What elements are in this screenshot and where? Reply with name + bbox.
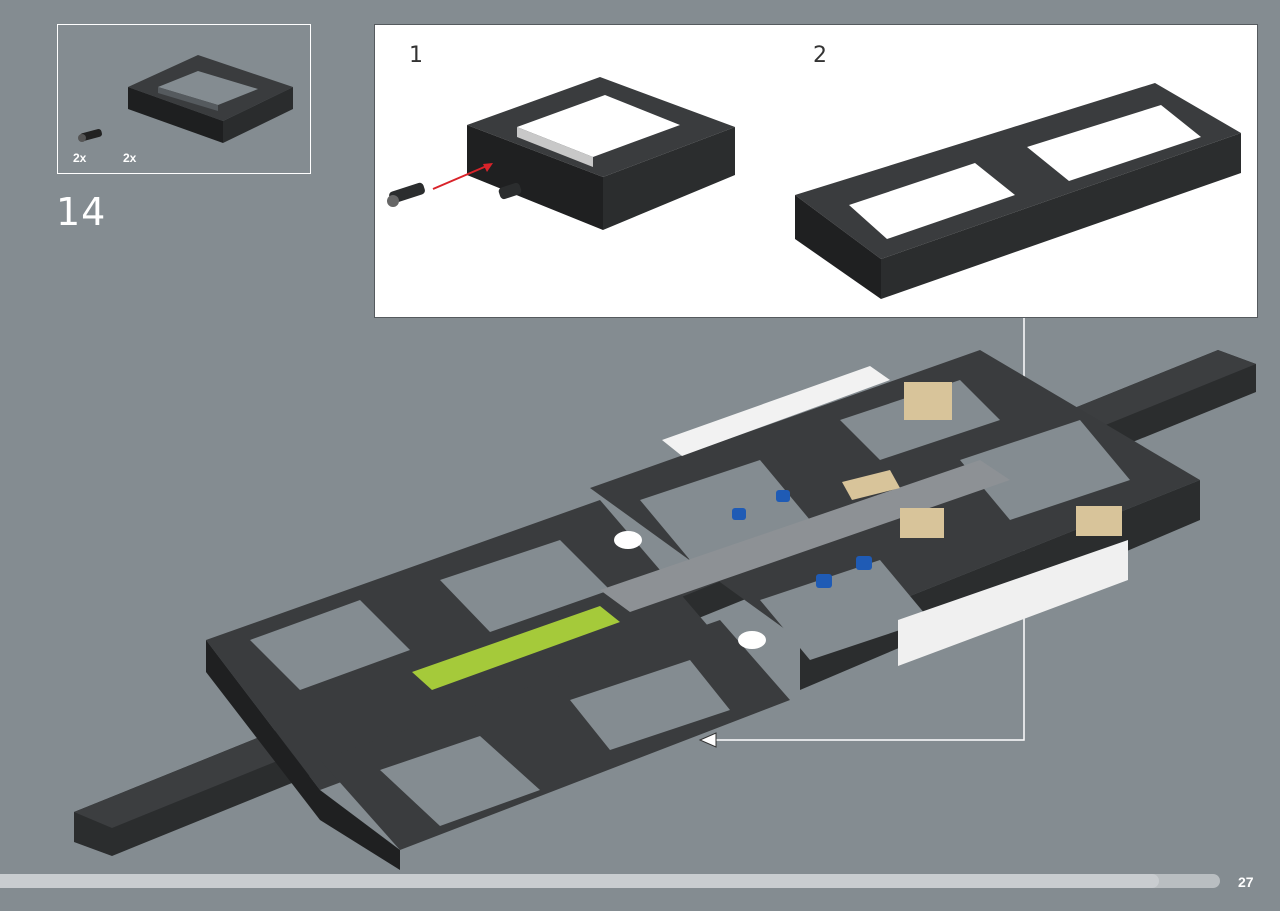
parts-list-box: 2x 2x bbox=[57, 24, 311, 174]
step-number: 14 bbox=[56, 190, 107, 234]
black-technic-frame-icon bbox=[128, 55, 293, 143]
black-technic-pin-icon bbox=[78, 128, 102, 142]
progress-bar-fill bbox=[0, 874, 1159, 888]
part-quantity-frame: 2x bbox=[123, 151, 137, 165]
callout-illustration bbox=[387, 77, 1241, 299]
subassembly-callout: 1 2 bbox=[374, 24, 1258, 318]
progress-bar bbox=[0, 874, 1220, 888]
page-number: 27 bbox=[1238, 874, 1254, 890]
substep-1-frame-icon bbox=[467, 77, 735, 230]
substep-number-2: 2 bbox=[813, 43, 827, 68]
technic-chassis-icon bbox=[74, 350, 1256, 870]
part-quantity-pin: 2x bbox=[73, 151, 87, 165]
substep-2-double-frame-icon bbox=[795, 83, 1241, 299]
main-model-illustration bbox=[74, 318, 1256, 870]
substep-number-1: 1 bbox=[409, 43, 423, 68]
substep-1-pins-icon bbox=[387, 182, 522, 207]
insert-arrow-icon bbox=[432, 163, 493, 190]
parts-list-art bbox=[78, 55, 293, 143]
